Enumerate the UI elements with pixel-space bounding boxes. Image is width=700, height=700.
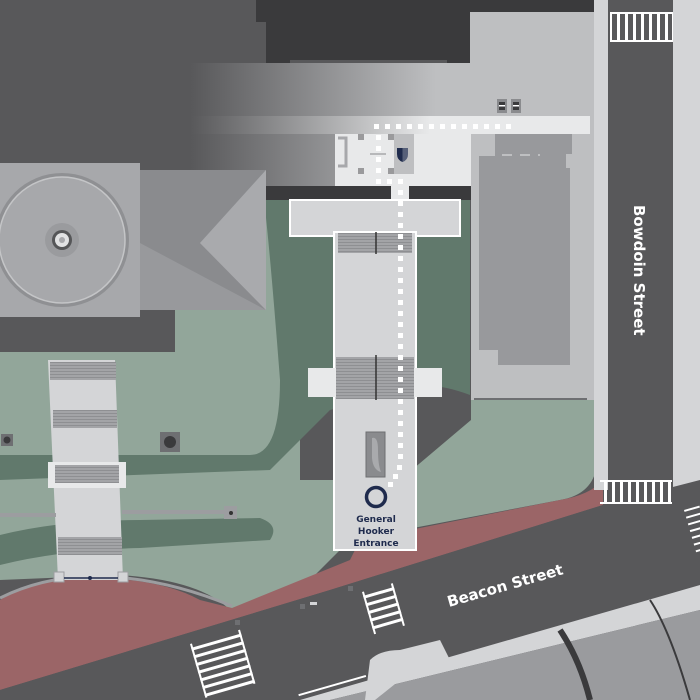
poi-label-line3: Entrance — [353, 539, 398, 549]
accessible-route — [374, 124, 511, 487]
state-house-building — [0, 0, 266, 352]
bowdoin-street: Bowdoin Street — [594, 0, 700, 510]
poi-label-line1: General — [356, 515, 396, 525]
beacon-street: Beacon Street — [0, 480, 700, 700]
dome-icon — [45, 223, 79, 257]
crosswalk — [190, 629, 256, 698]
west-stairway — [48, 360, 129, 583]
crosswalk — [600, 480, 672, 504]
east-wing-building — [471, 134, 594, 428]
circle-marker-icon[interactable] — [364, 485, 388, 509]
central-stairway — [289, 199, 461, 551]
crosswalk — [298, 674, 367, 697]
crosswalk — [610, 12, 673, 42]
elevator-icon[interactable] — [511, 99, 521, 113]
shield-icon[interactable] — [397, 148, 408, 162]
street-label-bowdoin: Bowdoin Street — [630, 205, 648, 336]
crosswalk — [362, 583, 405, 635]
state-house-annex-building — [256, 0, 600, 64]
elevator-icon[interactable] — [497, 99, 507, 113]
poi-label-line2: Hooker — [358, 527, 395, 537]
brick-sidewalk — [0, 480, 603, 690]
poi-general-hooker-entrance[interactable]: General Hooker Entrance — [353, 485, 399, 550]
statue-icon — [365, 431, 386, 478]
